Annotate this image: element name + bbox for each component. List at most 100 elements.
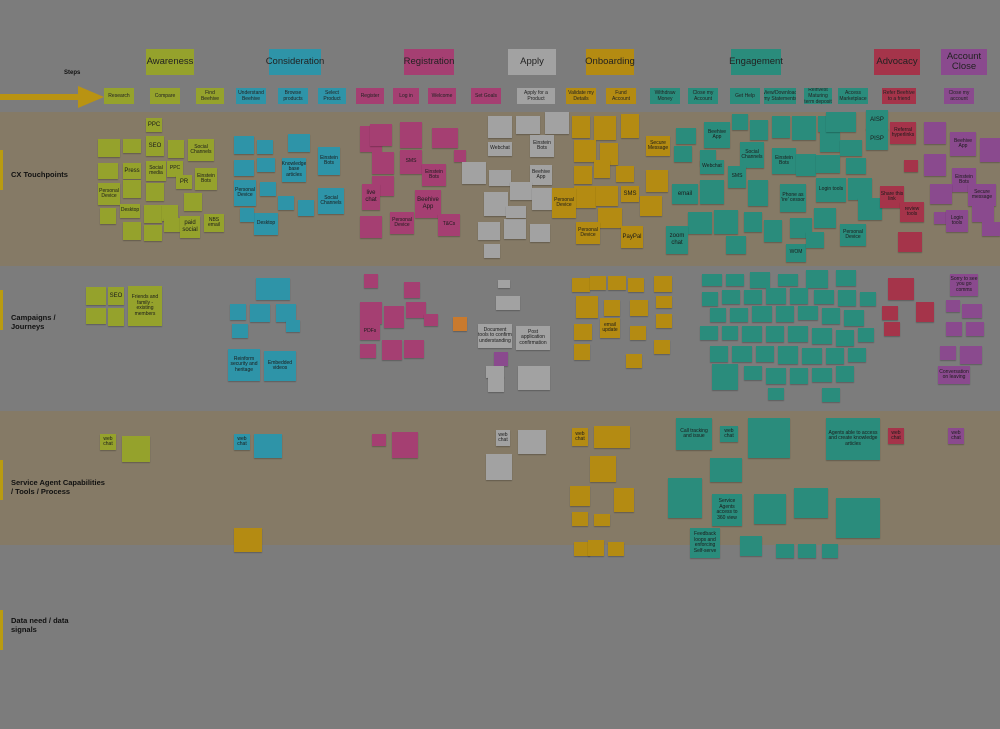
sticky-note — [838, 290, 856, 306]
sticky-note — [848, 178, 872, 200]
sticky-note: Webchat — [488, 142, 512, 156]
stage-onboarding: Onboarding — [585, 49, 635, 75]
sticky-note — [604, 300, 620, 316]
step-note: Register — [356, 88, 384, 104]
sticky-note: Agents able to access and create knowled… — [826, 418, 880, 460]
sticky-note: Personal Device — [552, 188, 576, 218]
sticky-note — [614, 488, 634, 512]
sticky-note: SMS — [621, 186, 639, 202]
sticky-note — [518, 366, 550, 390]
sticky-note — [574, 324, 592, 340]
sticky-note: web chat — [234, 434, 250, 450]
sticky-note — [732, 114, 748, 130]
sticky-note — [710, 346, 728, 362]
sticky-note: Embedded videos — [264, 351, 296, 381]
sticky-note: zoom chat — [666, 226, 688, 254]
sticky-note — [372, 152, 394, 174]
sticky-note — [846, 158, 866, 174]
sticky-note — [608, 276, 626, 290]
sticky-note: Personal Device — [390, 212, 414, 234]
sticky-note — [980, 138, 1000, 162]
stage-awareness: Awareness — [146, 49, 194, 75]
sticky-note — [962, 304, 982, 318]
sticky-note — [802, 348, 822, 364]
sticky-note — [766, 326, 784, 342]
sticky-note: SEO — [146, 136, 164, 156]
sticky-note — [400, 122, 422, 148]
sticky-note: Sorry to see you go comms — [950, 274, 978, 296]
sticky-note — [676, 128, 696, 144]
sticky-note — [240, 208, 254, 222]
sticky-note — [600, 143, 618, 165]
sticky-note — [764, 220, 782, 242]
sticky-note — [626, 354, 642, 368]
sticky-note — [848, 348, 866, 362]
sticky-note — [484, 244, 500, 258]
sticky-note — [790, 368, 808, 384]
sticky-note — [574, 166, 592, 184]
sticky-note — [506, 206, 526, 218]
journey-arrow-icon — [0, 86, 104, 108]
sticky-note — [730, 308, 748, 322]
sticky-note — [688, 212, 712, 234]
sticky-note — [858, 198, 882, 220]
stage-apply: Apply — [508, 49, 556, 75]
step-note: Find Beehive — [196, 88, 224, 104]
sticky-note — [732, 346, 752, 362]
sticky-note — [596, 186, 618, 206]
sticky-note — [510, 182, 532, 200]
step-note: Withdraw Money — [650, 88, 680, 104]
sticky-note — [822, 308, 840, 324]
sticky-note — [123, 180, 141, 198]
sticky-note — [888, 278, 914, 300]
sticky-note — [286, 320, 300, 332]
sticky-note: Document tools to confirm understanding — [478, 324, 512, 348]
sticky-note — [972, 206, 994, 222]
sticky-note: AISP — [866, 110, 888, 130]
sticky-note: PISP — [866, 128, 888, 150]
sticky-note — [86, 287, 106, 305]
sticky-note — [806, 232, 824, 248]
step-note: Welcome — [428, 88, 456, 104]
sticky-note: T&Cs — [438, 214, 460, 236]
sticky-note — [916, 302, 934, 322]
sticky-note: Personal Device — [576, 222, 600, 244]
sticky-note — [702, 292, 718, 306]
stage-account-close: Account Close — [941, 49, 987, 75]
sticky-note: Secure message — [968, 184, 996, 206]
sticky-note: web chat — [572, 428, 588, 446]
step-note: View/Download my Statements — [764, 88, 796, 104]
sticky-note — [489, 170, 511, 186]
sticky-note: Phone as 'ire' cessor — [780, 184, 806, 212]
row-label: Data need / data signals — [11, 616, 69, 634]
sticky-note — [814, 208, 836, 228]
sticky-note — [904, 160, 918, 172]
step-note: Close my account — [944, 88, 974, 104]
sticky-note — [574, 542, 590, 556]
sticky-note: Share this link — [880, 186, 904, 208]
sticky-note — [726, 274, 744, 286]
sticky-note — [822, 388, 840, 402]
sticky-note: Social Channels — [740, 142, 764, 168]
sticky-note: SMS — [728, 166, 746, 188]
sticky-note — [640, 196, 662, 216]
sticky-note — [360, 216, 382, 238]
sticky-note — [462, 162, 486, 184]
sticky-note: Friends and family - existing members — [128, 286, 162, 326]
sticky-note — [960, 346, 982, 364]
sticky-note — [776, 544, 794, 558]
sticky-note: web chat — [948, 428, 964, 444]
sticky-note: web chat — [720, 426, 738, 442]
sticky-note — [123, 222, 141, 240]
sticky-note — [574, 140, 596, 162]
sticky-note — [790, 288, 808, 304]
step-note: Log in — [393, 88, 419, 104]
sticky-note — [250, 304, 270, 322]
sticky-note — [966, 322, 984, 336]
sticky-note — [360, 302, 382, 324]
sticky-note — [740, 536, 762, 556]
sticky-note — [836, 366, 854, 382]
step-note: Apply for a Product — [517, 88, 555, 104]
sticky-note: WOM — [786, 244, 806, 262]
